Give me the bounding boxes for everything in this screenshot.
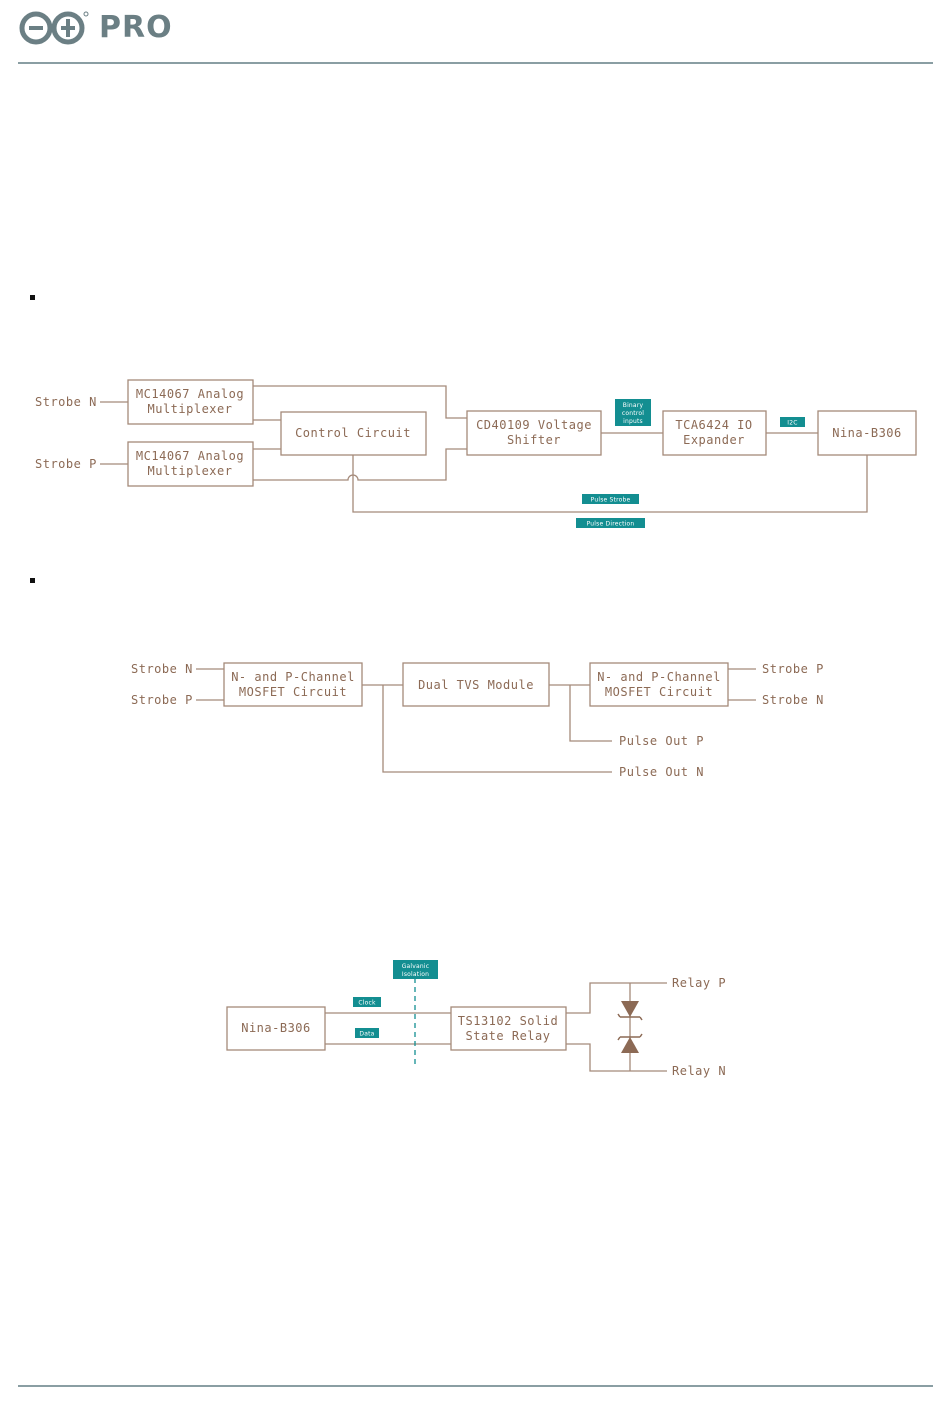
pulse-direction-tag: [576, 518, 645, 528]
dual-tvs-label: Dual TVS Module: [418, 678, 534, 692]
i2c-tag-text: I2C: [787, 420, 797, 427]
dual-tvs-box: [402, 662, 550, 707]
strobe-n-output-label: Strobe N: [762, 693, 824, 707]
tvs-diode-icon: [617, 1033, 643, 1053]
strobe-p-input-label: Strobe P: [131, 693, 193, 707]
mux-top-label: Multiplexer: [148, 402, 233, 416]
galvanic-isolation-tag: [393, 960, 438, 979]
mux-top-box: [127, 379, 254, 425]
mosfet-left-label: N- and P-Channel: [231, 670, 355, 684]
binary-inputs-tag: [615, 399, 651, 426]
binary-inputs-tag-text: control: [622, 410, 644, 417]
nina-b306-box: [817, 410, 917, 456]
io-expander-box: [662, 410, 767, 456]
voltage-shifter-box: [466, 410, 602, 456]
header-divider: [18, 62, 933, 64]
io-expander-label: Expander: [683, 433, 745, 447]
i2c-tag: [780, 417, 805, 427]
strobe-control-block-diagram: Strobe N Strobe P MC14067 Analog Multipl…: [35, 379, 917, 528]
nina-b306-label: Nina-B306: [241, 1021, 311, 1035]
mux-bottom-label: Multiplexer: [148, 464, 233, 478]
binary-inputs-tag-text: inputs: [623, 418, 643, 425]
strobe-p-output-label: Strobe P: [762, 662, 824, 676]
pulse-out-n-label: Pulse Out N: [619, 765, 704, 779]
io-expander-label: TCA6424 IO: [675, 418, 752, 432]
pulse-direction-tag-text: Pulse Direction: [587, 521, 635, 528]
clock-tag: [353, 997, 381, 1007]
nina-b306-label: Nina-B306: [832, 426, 902, 440]
data-tag-text: Data: [359, 1031, 374, 1038]
strobe-n-input-label: Strobe N: [131, 662, 193, 676]
relay-label: State Relay: [466, 1029, 551, 1043]
galvanic-isolation-tag-text: Isolation: [402, 971, 429, 978]
list-bullet: [30, 578, 35, 583]
list-bullet: [30, 295, 35, 300]
mosfet-right-box: [589, 662, 729, 707]
solid-state-relay-box: [450, 1006, 567, 1051]
brand-label: PRO: [99, 10, 173, 45]
mosfet-right-label: N- and P-Channel: [597, 670, 721, 684]
pulse-out-p-label: Pulse Out P: [619, 734, 704, 748]
data-tag: [355, 1028, 379, 1038]
mosfet-left-box: [223, 662, 363, 707]
mux-bottom-label: MC14067 Analog: [136, 449, 244, 463]
relay-p-label: Relay P: [672, 976, 726, 990]
voltage-shifter-label: Shifter: [507, 433, 561, 447]
mosfet-right-label: MOSFET Circuit: [605, 685, 713, 699]
page-header: PRO: [0, 0, 950, 64]
arduino-logo-icon: [19, 11, 89, 45]
pulse-strobe-tag-text: Pulse Strobe: [591, 497, 631, 504]
output-stage-block-diagram: Strobe N Strobe P N- and P-Channel MOSFE…: [131, 662, 824, 779]
mosfet-left-label: MOSFET Circuit: [239, 685, 347, 699]
strobe-p-input-label: Strobe P: [35, 457, 97, 471]
pulse-strobe-tag: [582, 494, 639, 504]
galvanic-isolation-tag-text: Galvanic: [402, 963, 430, 970]
relay-label: TS13102 Solid: [458, 1014, 558, 1028]
relay-n-label: Relay N: [672, 1064, 726, 1078]
relay-block-diagram: Nina-B306 TS13102 Solid State Relay Rela…: [226, 960, 726, 1078]
control-circuit-box: [280, 411, 427, 456]
voltage-shifter-label: CD40109 Voltage: [476, 418, 592, 432]
clock-tag-text: Clock: [358, 1000, 376, 1007]
control-circuit-label: Control Circuit: [295, 426, 411, 440]
strobe-n-input-label: Strobe N: [35, 395, 97, 409]
binary-inputs-tag-text: Binary: [623, 402, 644, 409]
tvs-diode-icon: [617, 1001, 643, 1021]
mux-top-label: MC14067 Analog: [136, 387, 244, 401]
mux-bottom-box: [127, 441, 254, 487]
footer-divider: [18, 1385, 933, 1387]
nina-b306-box: [226, 1006, 326, 1051]
